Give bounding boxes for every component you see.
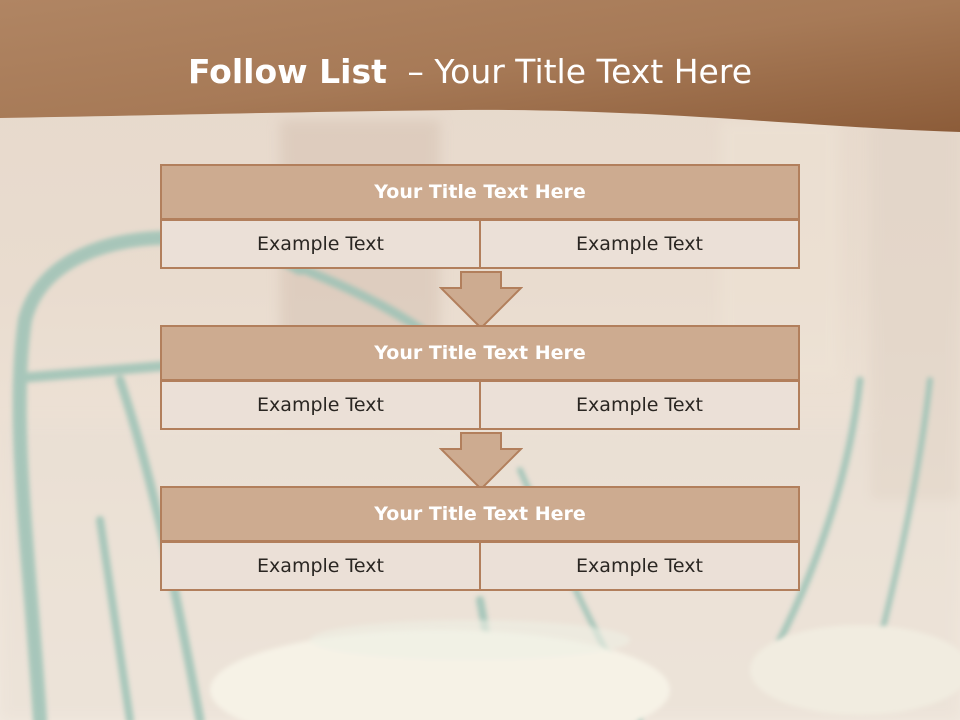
list-block-3: Your Title Text Here Example Text Exampl…	[160, 486, 800, 591]
header-band	[0, 0, 960, 132]
block-cell-right: Example Text	[479, 219, 800, 269]
block-row: Example Text Example Text	[160, 541, 800, 591]
block-cell-right: Example Text	[479, 541, 800, 591]
block-cell-left: Example Text	[160, 380, 481, 430]
title-bold: Follow List	[187, 52, 387, 91]
slide-title: Follow List – Your Title Text Here	[0, 52, 940, 91]
list-block-2: Your Title Text Here Example Text Exampl…	[160, 325, 800, 430]
block-cell-right: Example Text	[479, 380, 800, 430]
down-arrow-icon	[439, 271, 523, 329]
block-title: Your Title Text Here	[160, 325, 800, 381]
title-rest: – Your Title Text Here	[407, 52, 753, 91]
list-block-1: Your Title Text Here Example Text Exampl…	[160, 164, 800, 269]
block-cell-left: Example Text	[160, 541, 481, 591]
block-title: Your Title Text Here	[160, 486, 800, 542]
down-arrow-icon	[439, 432, 523, 490]
block-title: Your Title Text Here	[160, 164, 800, 220]
block-row: Example Text Example Text	[160, 380, 800, 430]
block-row: Example Text Example Text	[160, 219, 800, 269]
block-cell-left: Example Text	[160, 219, 481, 269]
